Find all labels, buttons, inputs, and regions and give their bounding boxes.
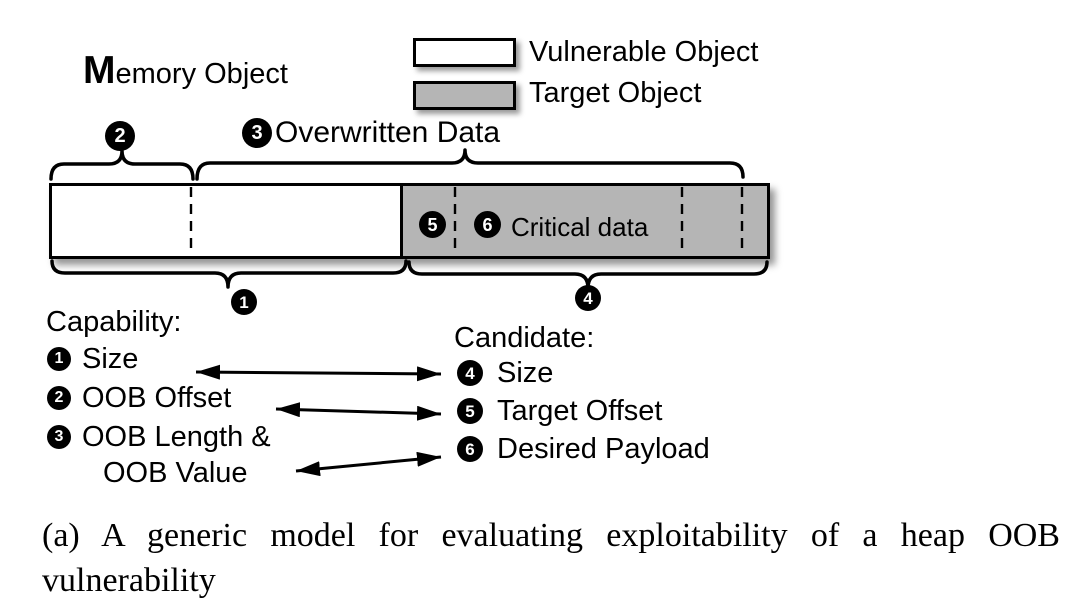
critical-data-label: Critical data	[511, 212, 649, 242]
capability-item-oob-offset: 2 OOB Offset	[47, 382, 232, 414]
legend-label-vulnerable-object: Vulnerable Object	[529, 36, 759, 68]
arrow-value-to-payload	[295, 451, 442, 477]
badge-3-icon: 3	[242, 118, 272, 148]
brace-vulnerable-size	[50, 259, 408, 289]
caption-line-1: (a) A generic model for evaluating explo…	[42, 517, 1060, 554]
badge-5-icon: 5	[457, 398, 483, 424]
capability-item-oob-offset-label: OOB Offset	[82, 382, 232, 414]
badge-4-icon: 4	[457, 360, 483, 386]
target-object-region	[400, 186, 767, 256]
candidate-item-desired-payload-label: Desired Payload	[497, 433, 710, 465]
caption-line-2: vulnerability	[42, 562, 216, 599]
badge-6-desired-payload: 6	[474, 211, 501, 238]
badge-6-icon: 6	[457, 436, 483, 462]
capability-item-oob-length-label: OOB Length &	[82, 421, 271, 453]
badge-4-size: 4	[575, 285, 601, 311]
overwritten-data-text: Overwritten Data	[275, 116, 501, 149]
memory-object-initial: M	[83, 49, 116, 92]
capability-item-size-label: Size	[82, 343, 139, 375]
memory-object-rest: emory Object	[115, 58, 288, 90]
badge-3-icon: 3	[47, 425, 71, 449]
legend-label-target-object: Target Object	[529, 77, 702, 109]
capability-item-size: 1 Size	[47, 343, 139, 375]
badge-2-icon: 2	[47, 386, 71, 410]
badge-5-target-offset: 5	[419, 211, 446, 238]
capability-item-oob-value: OOB Value	[103, 457, 248, 489]
capability-item-oob-length: 3 OOB Length &	[47, 421, 271, 453]
candidate-item-size: 4 Size	[457, 357, 554, 389]
memory-object-bar	[49, 183, 770, 259]
badge-2-oob-offset: 2	[105, 121, 135, 151]
candidate-item-size-label: Size	[497, 357, 554, 389]
legend-swatch-target-object	[413, 81, 516, 110]
candidate-item-target-offset-label: Target Offset	[497, 395, 663, 427]
candidate-item-target-offset: 5 Target Offset	[457, 395, 663, 427]
capability-header: Capability:	[46, 306, 182, 338]
overwritten-data-label: 3 Overwritten Data	[242, 116, 501, 149]
badge-1-size: 1	[231, 289, 257, 315]
candidate-header: Candidate:	[454, 322, 595, 354]
arrow-offset-to-target-offset	[275, 402, 442, 421]
brace-oob-offset	[49, 149, 195, 181]
badge-1-icon: 1	[47, 347, 71, 371]
brace-overwritten-data	[195, 148, 745, 181]
legend-swatch-vulnerable-object	[413, 38, 516, 67]
candidate-item-desired-payload: 6 Desired Payload	[457, 433, 710, 465]
memory-object-label: Memory Object	[83, 51, 288, 92]
capability-item-oob-value-label: OOB Value	[103, 457, 248, 489]
figure-caption: (a) A generic model for evaluating explo…	[42, 513, 1060, 603]
arrow-size-to-size	[195, 364, 442, 382]
